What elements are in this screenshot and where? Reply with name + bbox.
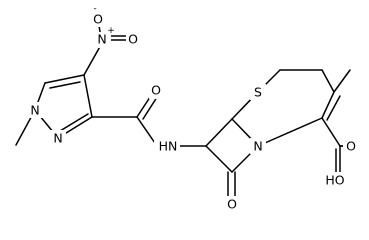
nitro-o-label: O	[128, 32, 138, 47]
lactam-o-label: O	[227, 197, 237, 212]
amide-o-label: O	[151, 83, 161, 98]
bond-lines	[15, 19, 351, 197]
atom-labels: O - N + O N N O HN S N O O HO	[27, 4, 359, 212]
chemical-structure: O - N + O N N O HN S N O O HO	[15, 4, 359, 212]
nitro-o-minus-charge: -	[93, 4, 96, 14]
amide-nh-label: HN	[159, 139, 178, 154]
acid-o-label: O	[346, 139, 356, 154]
acid-oh-label: HO	[325, 173, 344, 188]
nitro-n-label: N	[97, 32, 106, 47]
lactam-n-label: N	[253, 139, 262, 154]
nitro-o-minus-label: O	[93, 12, 103, 27]
pyrazole-n2-label: N	[53, 131, 62, 146]
thiazine-s-label: S	[254, 85, 262, 100]
pyrazole-n1-label: N	[30, 103, 39, 118]
nitro-n-charge: +	[107, 26, 115, 36]
